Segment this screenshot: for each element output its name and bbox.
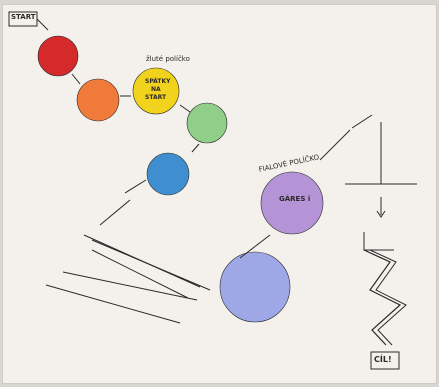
orange-circle [76,78,120,122]
arrow-purple-up [319,129,351,161]
yellow-circle [132,67,180,115]
long-line-3 [91,249,189,299]
start-label: START [11,13,36,21]
diagonal-line-left [99,199,131,226]
arrow-blue-down [124,179,147,194]
yellow-text-line3: START [145,94,167,101]
zigzag-path [363,249,402,346]
periwinkle-circle [219,251,291,323]
yellow-text-line1: SPÁTKY [145,78,171,85]
down-arrow-head [376,210,386,218]
red-circle [37,35,79,77]
arrow-red-orange [71,73,81,85]
arrow-yellow-green [179,104,191,113]
finish-box [370,351,400,370]
finish-label: CÍL! [374,355,392,364]
arrow-to-purple [239,234,271,259]
yellow-title: žluté políčko [146,55,190,63]
purple-text: GÁRES i [279,195,311,203]
start-arrow [36,18,49,31]
zigzag-path-2 [369,249,407,346]
green-circle [186,102,228,144]
purple-circle [260,171,324,235]
right-angle [363,232,394,251]
arrow-green-blue [191,143,200,153]
long-line-4 [62,271,198,301]
long-line-5 [45,284,181,324]
blue-circle [146,152,190,196]
long-line-2 [91,239,211,291]
arrow-purple-up-2 [351,114,373,129]
yellow-text-line2: NA [151,86,161,93]
